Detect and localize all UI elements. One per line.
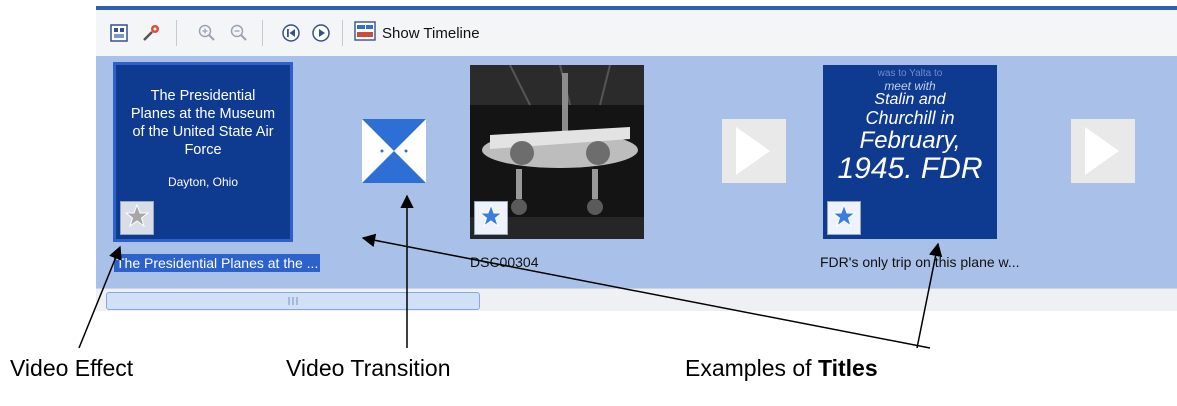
- annotation-titles: Examples of Titles: [685, 355, 878, 382]
- clip-title-text: The Presidential Planes at the Museum of…: [116, 87, 290, 191]
- title-line: 1945. FDR: [837, 151, 983, 185]
- video-transition-slot[interactable]: [362, 119, 426, 183]
- title-line: of the United State Air: [132, 124, 274, 140]
- zoom-out-icon[interactable]: [228, 22, 250, 44]
- movie-maker-window: Show Timeline The Presidential Planes at…: [96, 0, 1177, 318]
- title-line: Planes at the Museum: [130, 106, 276, 122]
- video-effect-badge[interactable]: [474, 201, 508, 235]
- storyboard-icon[interactable]: [108, 22, 130, 44]
- clip-caption[interactable]: The Presidential Planes at the ...: [114, 254, 321, 272]
- title-subtitle: Dayton, Ohio: [167, 175, 239, 189]
- show-timeline-button[interactable]: Show Timeline: [354, 20, 480, 46]
- star-icon: [831, 203, 857, 234]
- empty-transition-slot[interactable]: [1071, 119, 1177, 183]
- video-effect-badge[interactable]: [827, 201, 861, 235]
- annotation-titles-bold: Titles: [817, 355, 878, 381]
- transition-arrow-icon: [1071, 119, 1135, 183]
- title-line: Stalin and: [874, 91, 946, 109]
- video-effect-badge[interactable]: [120, 201, 154, 235]
- title-line: The Presidential: [150, 88, 256, 104]
- window-top-border: [96, 6, 1177, 10]
- star-icon: [124, 203, 150, 234]
- title-line: was to Yalta to: [877, 68, 943, 79]
- zoom-in-icon[interactable]: [196, 22, 218, 44]
- storyboard-clip-title[interactable]: The Presidential Planes at the Museum of…: [113, 62, 293, 242]
- annotation-video-effect: Video Effect: [10, 355, 134, 381]
- transition-bowtie-icon: [362, 119, 426, 183]
- clip-title-text: was to Yalta to meet with Stalin and Chu…: [823, 68, 997, 185]
- storyboard-clip-photo[interactable]: [470, 65, 644, 239]
- toolbar-separator: [176, 20, 177, 46]
- transition-arrow-icon: [722, 119, 786, 183]
- clip-caption[interactable]: FDR's only trip on this plane w...: [820, 254, 1020, 270]
- annotation-titles-prefix: Examples of: [685, 355, 818, 381]
- storyboard-clip-title[interactable]: was to Yalta to meet with Stalin and Chu…: [823, 65, 997, 239]
- empty-transition-slot[interactable]: [722, 119, 786, 183]
- title-line: meet with: [884, 78, 936, 93]
- play-icon[interactable]: [310, 22, 332, 44]
- timeline-icon: [354, 20, 376, 46]
- clip-caption[interactable]: DSC00304: [470, 254, 539, 270]
- star-icon: [478, 203, 504, 234]
- show-timeline-label: Show Timeline: [382, 24, 480, 42]
- toolbar-separator: [342, 20, 343, 46]
- title-line: Churchill in: [865, 107, 955, 128]
- storyboard-panel: The Presidential Planes at the Museum of…: [96, 56, 1177, 288]
- horizontal-scrollbar[interactable]: [96, 288, 1177, 311]
- annotation-video-transition: Video Transition: [286, 355, 451, 381]
- storyboard-toolbar: Show Timeline: [96, 10, 1177, 56]
- effects-icon[interactable]: [140, 22, 162, 44]
- title-line: February,: [859, 126, 961, 154]
- scrollbar-thumb[interactable]: [106, 292, 480, 310]
- rewind-icon[interactable]: [280, 22, 302, 44]
- title-line: Force: [184, 142, 222, 158]
- toolbar-separator: [262, 20, 263, 46]
